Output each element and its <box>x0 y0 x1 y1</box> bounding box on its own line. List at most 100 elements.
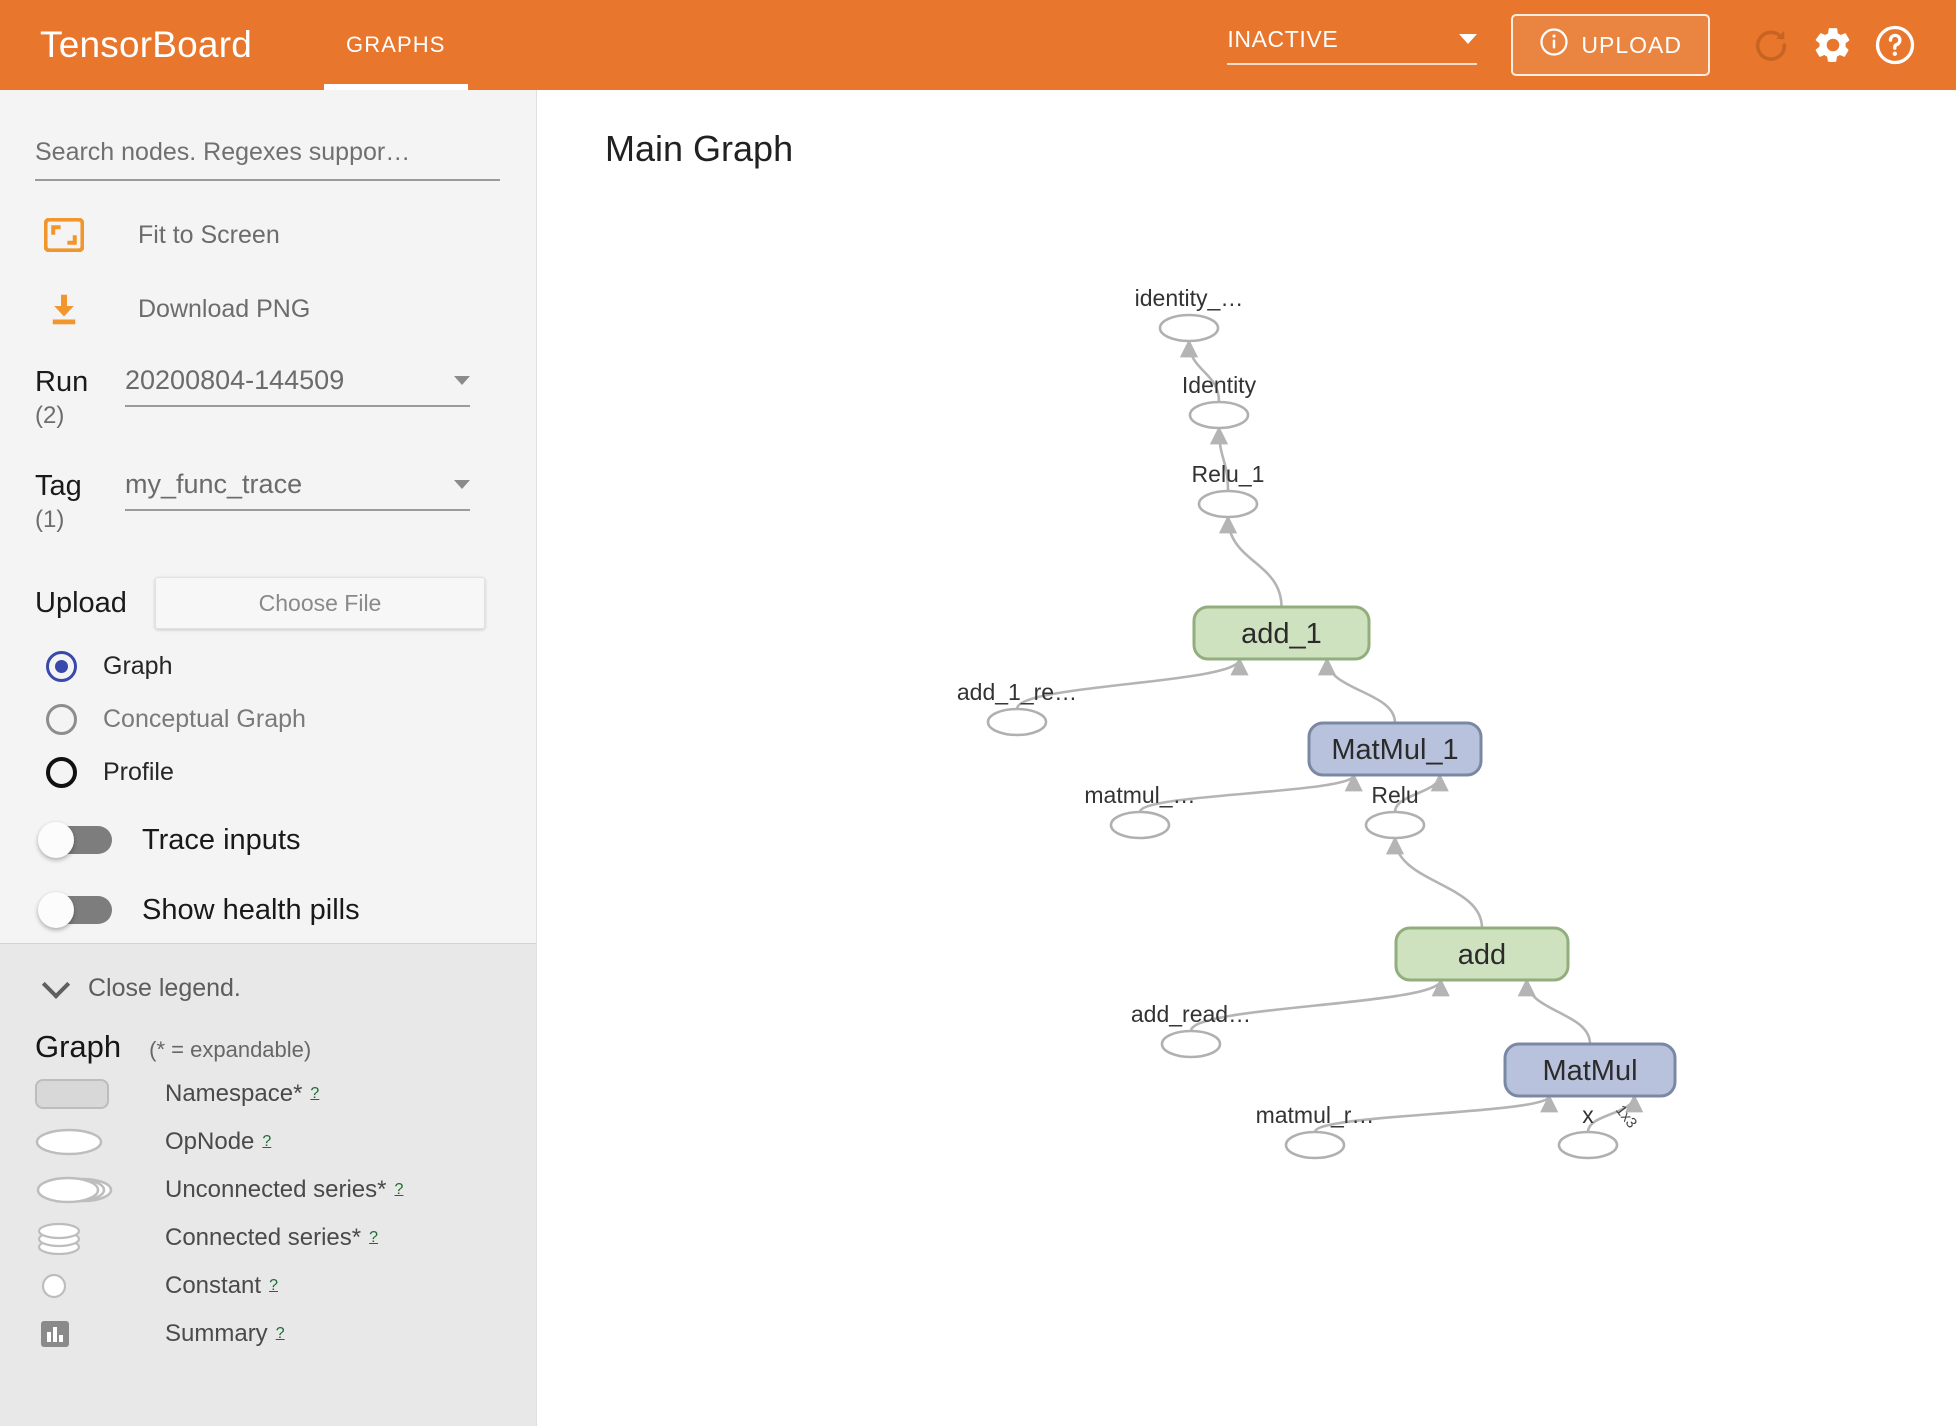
op-node-shape[interactable] <box>1364 810 1426 840</box>
legend-item-summary-label: Summary <box>165 1320 268 1347</box>
graph-node-add[interactable]: add <box>1394 926 1570 982</box>
help-link[interactable]: ? <box>394 1181 404 1198</box>
graph-edge[interactable] <box>1393 773 1449 813</box>
graph-node-MatMul[interactable]: MatMul <box>1503 1042 1677 1098</box>
run-count: (2) <box>35 402 65 429</box>
legend-item-summary: Summary ? <box>35 1315 536 1353</box>
graph-node-matmul_read[interactable]: matmul_r… <box>1256 1102 1375 1160</box>
graph-node-Relu_1[interactable]: Relu_1 <box>1192 461 1265 519</box>
graph-edge[interactable] <box>1138 773 1363 813</box>
op-node-shape[interactable] <box>1197 489 1259 519</box>
namespace-rect-icon <box>35 1075 145 1113</box>
graph-node-label: x <box>1582 1102 1594 1128</box>
help-link[interactable]: ? <box>275 1325 285 1342</box>
connected-series-icon <box>35 1219 145 1257</box>
graph-node-x[interactable]: x <box>1557 1102 1619 1160</box>
help-icon[interactable] <box>1864 14 1926 76</box>
namespace-node-shape[interactable] <box>1503 1042 1677 1098</box>
toggle-knob <box>38 822 74 858</box>
help-link[interactable]: ? <box>269 1277 278 1294</box>
graph-edge[interactable] <box>1015 657 1249 710</box>
chevron-down-icon <box>41 970 71 999</box>
search-input[interactable] <box>35 138 500 181</box>
choose-file-button[interactable]: Choose File <box>155 577 485 629</box>
graph-edge[interactable] <box>1179 339 1221 403</box>
op-node-shape[interactable] <box>1109 810 1171 840</box>
graph-node-Identity[interactable]: Identity <box>1182 372 1257 430</box>
graph-node-MatMul_1[interactable]: MatMul_1 <box>1307 721 1483 777</box>
legend-item-opnode-label: OpNode <box>165 1128 255 1155</box>
op-node-shape[interactable] <box>986 707 1048 737</box>
graph-edge[interactable] <box>1586 1094 1644 1133</box>
constant-circle-icon <box>35 1267 145 1305</box>
legend-header: Graph (* = expandable) <box>35 1029 536 1065</box>
upload-label: Upload <box>35 586 127 619</box>
fit-to-screen-icon <box>40 215 88 255</box>
refresh-icon[interactable] <box>1740 14 1802 76</box>
op-node-shape[interactable] <box>1284 1130 1346 1160</box>
op-node-shape[interactable] <box>1188 400 1250 430</box>
radio-profile[interactable]: Profile <box>46 757 536 788</box>
namespace-node-shape[interactable] <box>1192 605 1371 661</box>
graph-node-label: add_read… <box>1131 1001 1251 1027</box>
graph-node-add_1[interactable]: add_1 <box>1192 605 1371 661</box>
upload-button[interactable]: UPLOAD <box>1511 14 1710 76</box>
inactive-dropdown[interactable]: INACTIVE <box>1227 26 1478 65</box>
radio-conceptual-graph[interactable]: Conceptual Graph <box>46 704 536 735</box>
toggle-trace-inputs[interactable]: Trace inputs <box>38 822 536 858</box>
namespace-node-shape[interactable] <box>1307 721 1483 777</box>
graph-edge[interactable] <box>1209 426 1230 492</box>
graph-node-identity_out[interactable]: identity_… <box>1135 285 1244 343</box>
legend-title: Graph <box>35 1029 122 1064</box>
radio-profile-indicator <box>46 757 77 788</box>
graph-node-label: Identity <box>1182 372 1257 398</box>
app-header: TensorBoard GRAPHS INACTIVE UPLOAD <box>0 0 1956 90</box>
toggle-show-health-pills-switch[interactable] <box>38 892 112 928</box>
radio-conceptual-graph-label: Conceptual Graph <box>103 705 306 733</box>
graph-node-add_read[interactable]: add_read… <box>1131 1001 1251 1059</box>
tag-dropdown[interactable]: my_func_trace <box>125 469 470 511</box>
graph-edge[interactable] <box>1317 657 1397 724</box>
graph-node-label: add <box>1458 939 1506 971</box>
gear-icon[interactable] <box>1802 14 1864 76</box>
graph-node-label: identity_… <box>1135 285 1244 311</box>
graph-node-add_1_read[interactable]: add_1_re… <box>957 679 1077 737</box>
op-node-shape[interactable] <box>1158 313 1220 343</box>
edge-label: 1x3 <box>1612 1102 1640 1132</box>
graph-edge[interactable] <box>1313 1094 1559 1134</box>
namespace-node-shape[interactable] <box>1394 926 1570 982</box>
toggle-show-health-pills[interactable]: Show health pills <box>38 892 536 928</box>
op-node-shape[interactable] <box>1557 1130 1619 1160</box>
upload-field: Upload Choose File <box>35 577 536 629</box>
radio-graph[interactable]: Graph <box>46 651 536 682</box>
graph-edge[interactable] <box>1189 978 1450 1032</box>
tab-graphs[interactable]: GRAPHS <box>324 0 468 90</box>
graph-node-matmul_read1[interactable]: matmul_… <box>1084 782 1196 840</box>
download-png-button[interactable]: Download PNG <box>40 289 536 329</box>
download-icon <box>40 289 88 329</box>
graph-node-label: Relu <box>1371 782 1418 808</box>
close-legend-button[interactable]: Close legend. <box>41 970 536 1003</box>
run-dropdown[interactable]: 20200804-144509 <box>125 365 470 407</box>
graph-edge[interactable] <box>1218 515 1283 608</box>
toggle-trace-inputs-switch[interactable] <box>38 822 112 858</box>
op-node-shape[interactable] <box>1160 1029 1222 1059</box>
download-png-label: Download PNG <box>138 294 311 323</box>
legend-item-namespace: Namespace* ? <box>35 1075 536 1113</box>
graph-node-Relu[interactable]: Relu <box>1364 782 1426 840</box>
opnode-ellipse-icon <box>35 1123 145 1161</box>
graph-node-label: Relu_1 <box>1192 461 1265 487</box>
graph-edge[interactable] <box>1385 836 1484 929</box>
graph-edge[interactable] <box>1517 978 1592 1045</box>
help-link[interactable]: ? <box>262 1133 272 1150</box>
fit-to-screen-button[interactable]: Fit to Screen <box>40 215 536 255</box>
legend-panel: Close legend. Graph (* = expandable) Nam… <box>0 943 536 1426</box>
tag-selector: Tag (1) my_func_trace <box>35 469 536 537</box>
tag-label: Tag <box>35 470 82 502</box>
chevron-down-icon <box>454 376 470 385</box>
help-link[interactable]: ? <box>310 1085 320 1102</box>
help-link[interactable]: ? <box>369 1229 379 1246</box>
